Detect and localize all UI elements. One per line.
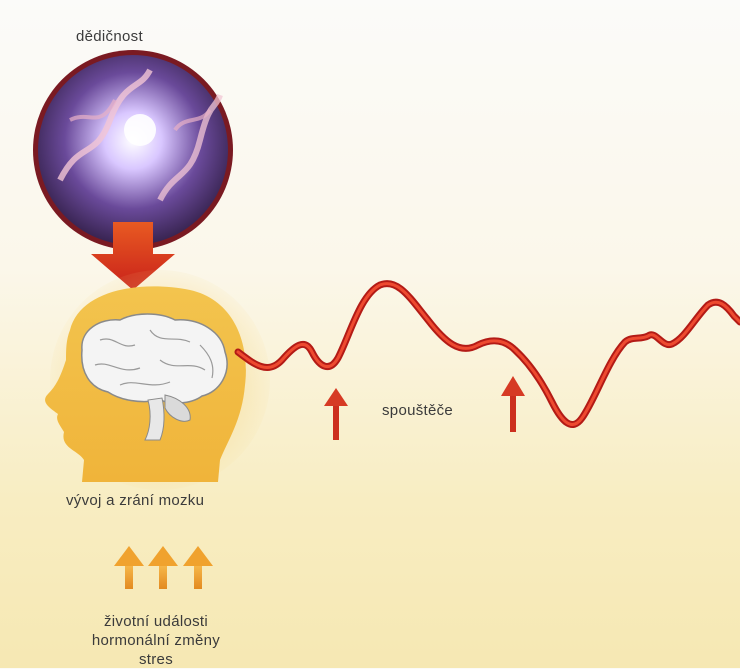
trigger-arrow-1 <box>324 388 348 440</box>
factor-arrow-1 <box>114 546 144 589</box>
factors-label: životní události hormonální změny stres <box>86 612 226 669</box>
factor-arrow-2 <box>148 546 178 589</box>
factor-arrow-3 <box>183 546 213 589</box>
factor-life-events: životní události <box>86 612 226 631</box>
brain-development-label: vývoj a zrání mozku <box>66 492 204 509</box>
triggers-label: spouštěče <box>382 402 453 419</box>
factor-hormonal-changes: hormonální změny <box>86 631 226 650</box>
dna-photo-icon <box>33 50 233 250</box>
trigger-arrow-2 <box>501 376 525 432</box>
heredity-label: dědičnost <box>76 28 143 45</box>
factor-stress: stres <box>86 650 226 669</box>
